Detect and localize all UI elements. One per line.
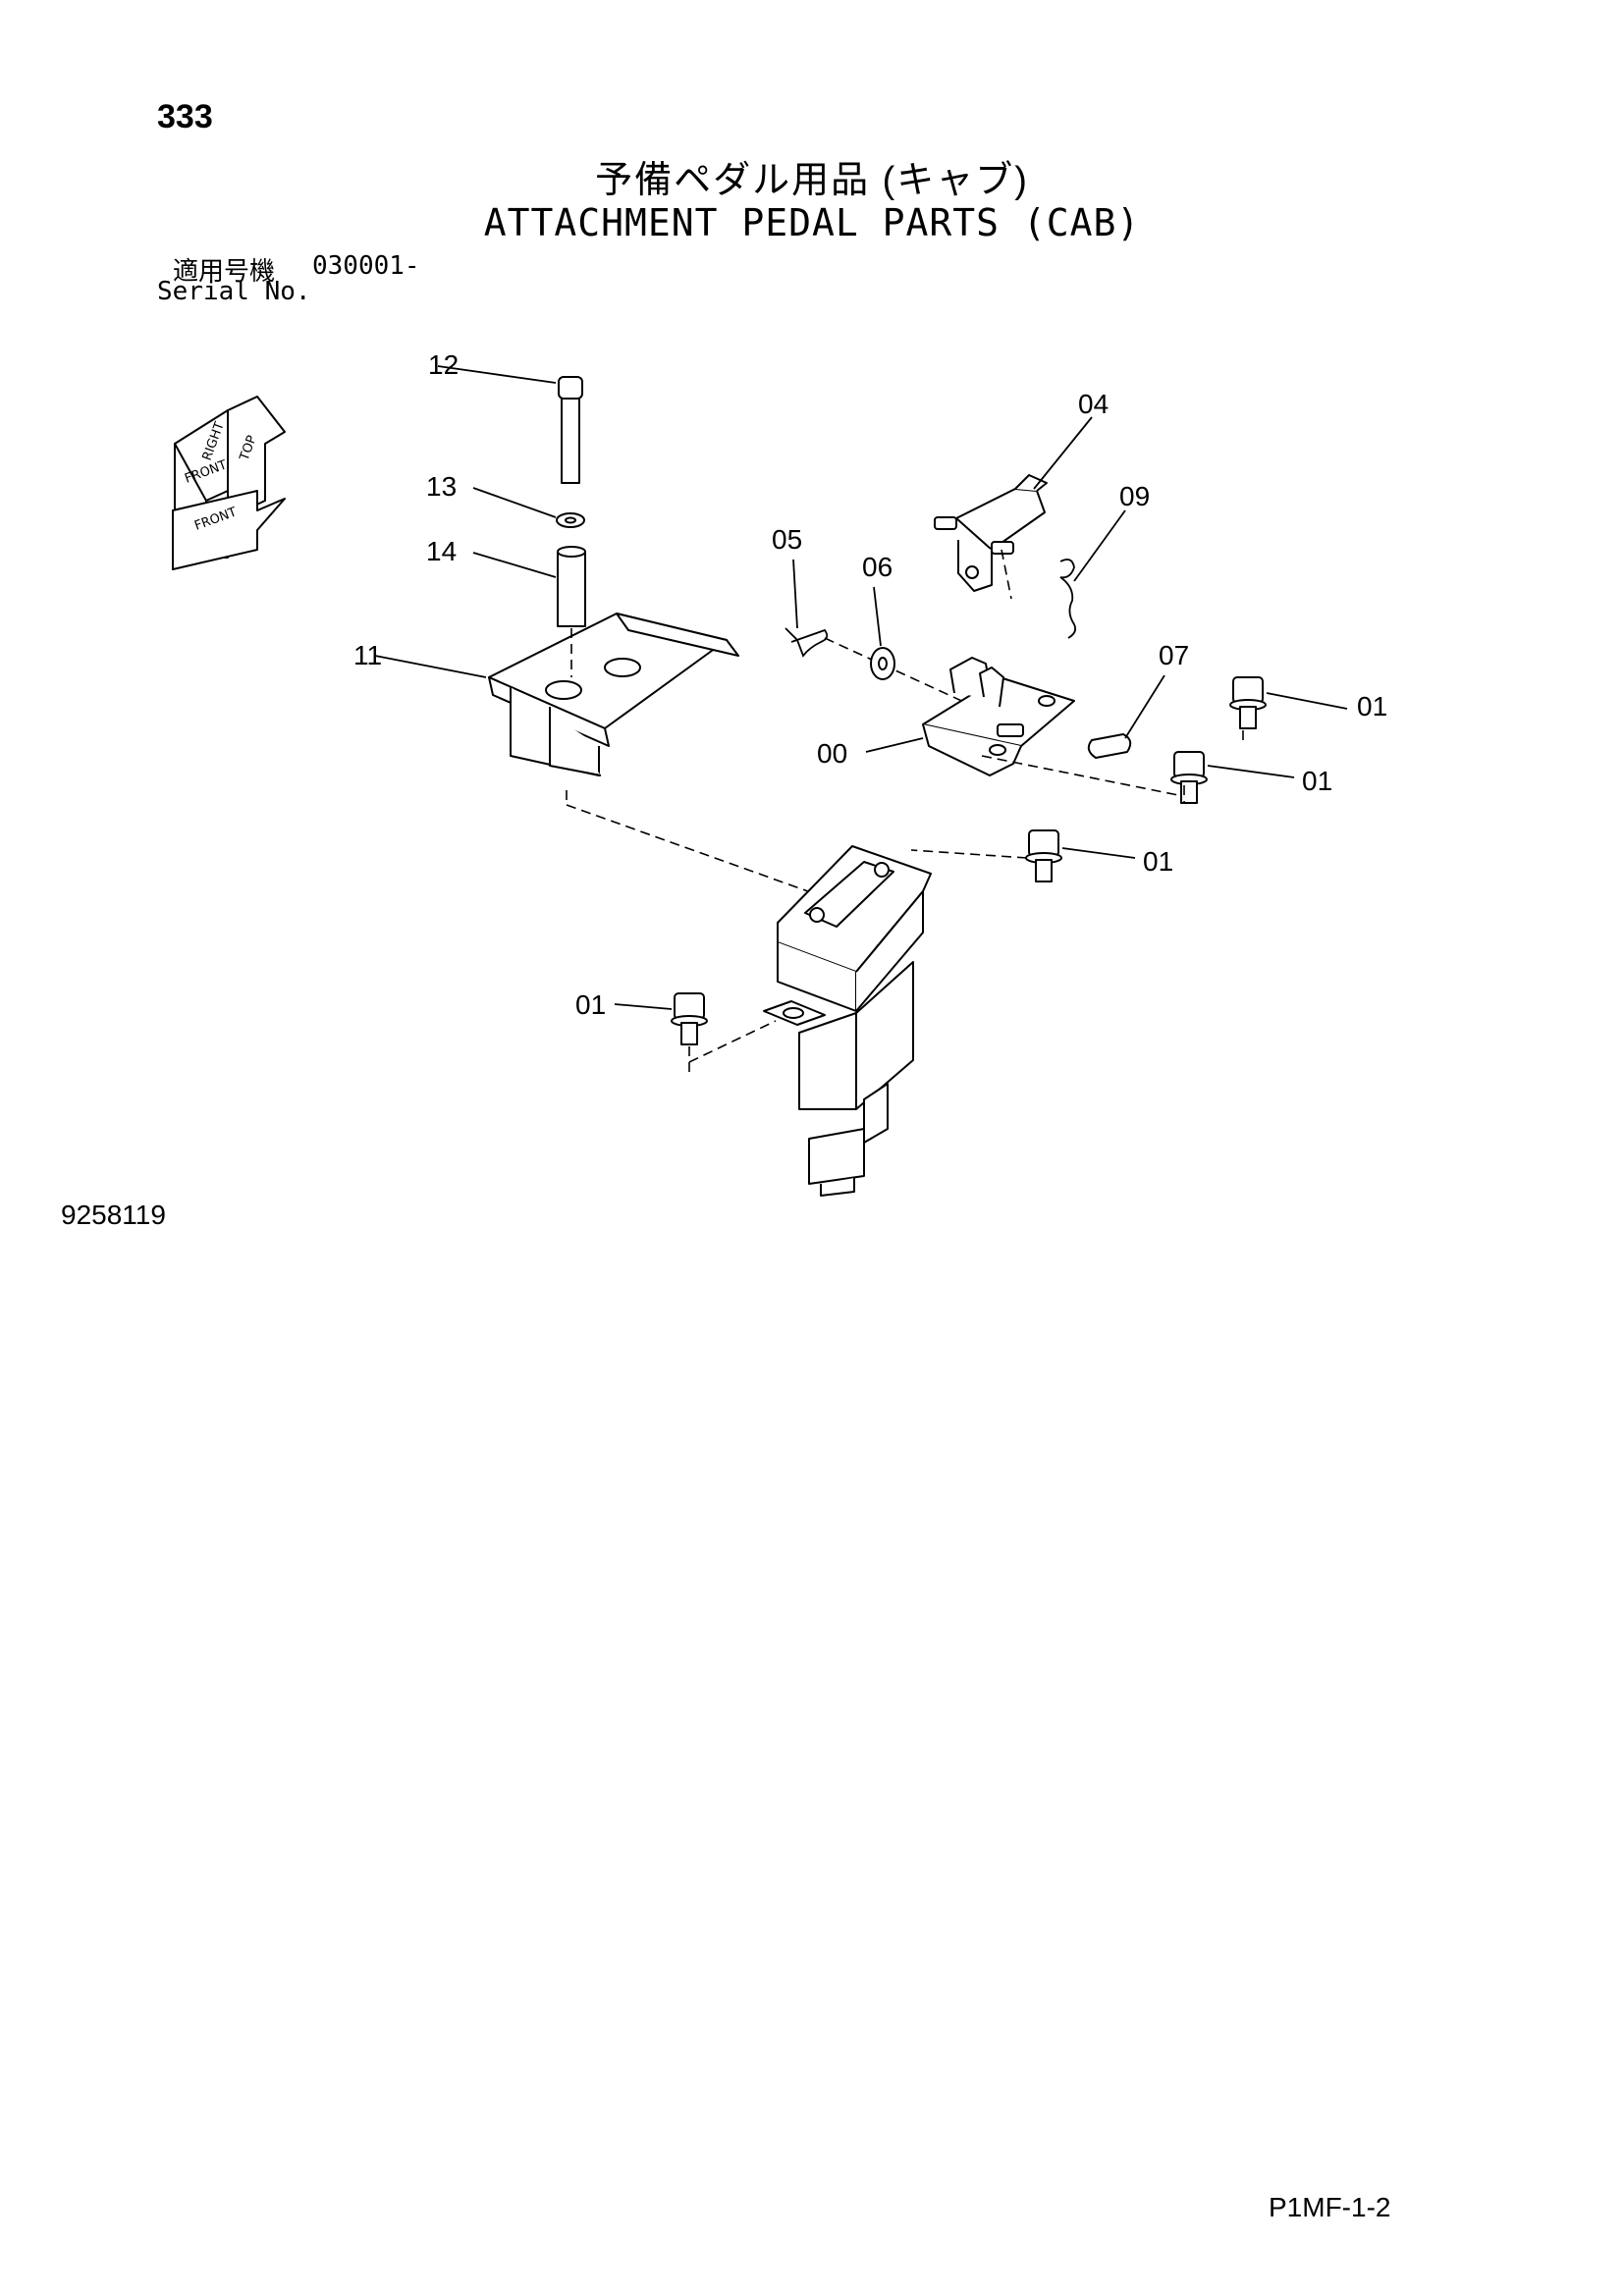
callout-01-middle: 01: [1302, 766, 1333, 796]
orientation-icon: TOP FRONT FRONT RIGHT: [172, 396, 286, 570]
pedal-valve-body: [763, 845, 932, 1197]
callout-13: 13: [426, 471, 458, 502]
part-01-bolt-upper: [1229, 676, 1348, 742]
part-01-bolt-left: [614, 992, 777, 1078]
part-11-pedal-plate: [374, 613, 809, 892]
part-06-washer: [870, 586, 895, 680]
serial-label-japanese: 適用号機: [173, 256, 276, 286]
part-12-cap-screw: [437, 365, 583, 484]
page-title-english: ATTACHMENT PEDAL PARTS (CAB): [483, 201, 1141, 244]
document-code: P1MF-1-2: [1269, 2192, 1391, 2222]
part-09-snap-pin: [1059, 509, 1126, 639]
callout-12: 12: [428, 349, 460, 380]
part-14-spacer: [472, 546, 586, 627]
callout-14: 14: [426, 536, 458, 566]
part-05-clip-pin: [785, 559, 993, 716]
part-04-bracket: [934, 416, 1093, 600]
callout-06: 06: [862, 552, 893, 582]
callout-05: 05: [772, 524, 803, 555]
part-01-bolt-middle: [1170, 751, 1295, 804]
callout-00: 00: [817, 738, 848, 769]
part-00-hinge-bracket: [865, 657, 1189, 798]
callout-01-left: 01: [575, 989, 607, 1020]
callout-01-center: 01: [1143, 846, 1174, 877]
page-title-japanese: 予備ペダル用品 (キャブ): [595, 160, 1029, 201]
part-13-washer: [472, 487, 585, 528]
serial-range: 030001-: [312, 251, 420, 281]
page-number: 333: [157, 98, 213, 135]
callout-11: 11: [353, 640, 383, 670]
serial-label-english: Serial No.: [157, 277, 311, 306]
callout-01-upper: 01: [1357, 691, 1388, 721]
callout-09: 09: [1119, 481, 1151, 511]
callout-04: 04: [1078, 389, 1110, 419]
callout-07: 07: [1159, 640, 1190, 670]
part-01-bolt-center: [910, 829, 1136, 882]
drawing-number: 9258119: [61, 1200, 166, 1230]
part-07-pin: [1087, 674, 1165, 759]
